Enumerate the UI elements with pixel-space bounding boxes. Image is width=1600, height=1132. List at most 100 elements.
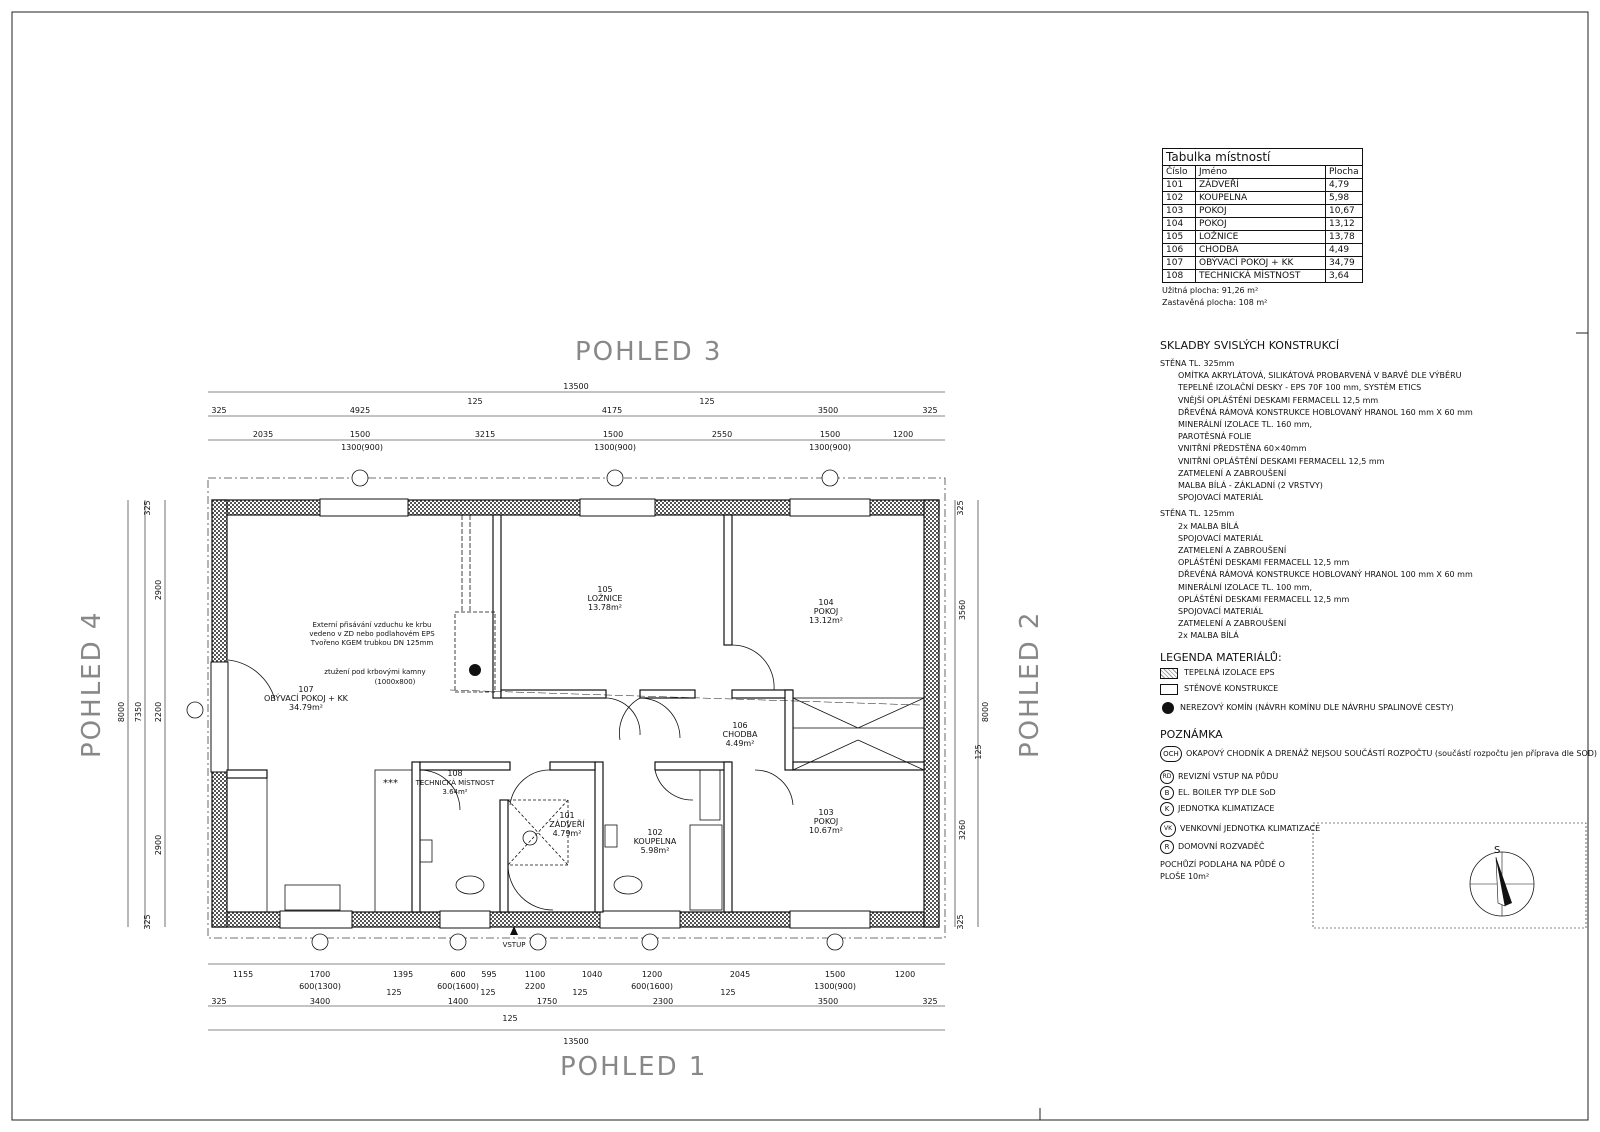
list-item: SPOJOVACÍ MATERIÁL [1178,493,1264,503]
svg-text:325: 325 [956,500,965,515]
svg-text:1300(900): 1300(900) [809,443,851,452]
built-area: Zastavěná plocha: 108 m² [1162,298,1268,308]
list-item: OMÍTKA AKRYLÁTOVÁ, SILIKÁTOVÁ PROBARVENÁ… [1178,371,1462,381]
legend-title: LEGENDA MATERIÁLŮ: [1160,651,1282,664]
col-name: Jméno [1195,165,1326,179]
svg-text:CHODBA: CHODBA [722,730,758,739]
svg-text:125: 125 [699,397,714,406]
legend-insulation: TEPELNÁ IZOLACE EPS [1184,667,1275,677]
svg-text:1750: 1750 [537,997,557,1006]
view-top: POHLED 3 [575,337,722,367]
svg-text:13.78m²: 13.78m² [588,603,622,612]
svg-text:1400: 1400 [448,997,468,1006]
svg-text:105: 105 [597,585,612,594]
legend-chimney: NEREZOVÝ KOMÍN (NÁVRH KOMÍNU DLE NÁVRHU … [1180,702,1454,712]
list-item: MALBA BÍLÁ - ZÁKLADNÍ (2 VRSTVY) [1178,481,1323,491]
note-k: JEDNOTKA KLIMATIZACE [1178,803,1275,813]
svg-text:Tvořeno KGEM trubkou DN 125mm: Tvořeno KGEM trubkou DN 125mm [310,639,434,647]
svg-text:1100: 1100 [525,970,545,979]
svg-text:10.67m²: 10.67m² [809,826,843,835]
svg-text:POKOJ: POKOJ [814,817,839,826]
svg-text:2550: 2550 [712,430,732,439]
svg-text:13500: 13500 [563,1037,588,1046]
vk-code-icon: VK [1160,821,1176,837]
svg-text:3500: 3500 [818,406,838,415]
svg-text:4175: 4175 [602,406,622,415]
r-code-icon: R [1160,840,1174,854]
svg-text:1155: 1155 [233,970,253,979]
compositions-title: SKLADBY SVISLÝCH KONSTRUKCÍ [1160,339,1340,352]
kitchen-stars: *** [383,778,398,789]
svg-text:104: 104 [818,598,833,607]
dimension-values: 13500 325 4925 125 4175 125 3500 325 203… [117,382,990,1046]
note-r: DOMOVNÍ ROZVADĚČ [1178,841,1265,851]
note-och: OKAPOVÝ CHODNÍK A DRENÁŽ NEJSOU SOUČÁSTÍ… [1186,748,1598,758]
chimney-legend-icon [1162,702,1174,714]
och-code-icon: OCH [1160,746,1182,762]
svg-text:3500: 3500 [818,997,838,1006]
svg-text:3215: 3215 [475,430,495,439]
list-item: DŘEVĚNÁ RÁMOVÁ KONSTRUKCE HOBLOVANÝ HRAN… [1178,407,1473,417]
svg-text:4.49m²: 4.49m² [726,739,755,748]
svg-text:125: 125 [480,988,495,997]
compositions-panel: SKLADBY SVISLÝCH KONSTRUKCÍ STĚNA TL. 32… [1160,338,1473,643]
sheet-border [11,11,1589,1121]
svg-text:3400: 3400 [310,997,330,1006]
svg-text:2900: 2900 [154,835,163,855]
plot-outline [207,477,946,939]
chimney-icon [469,664,481,676]
svg-text:ztužení pod krbovými kamny: ztužení pod krbovými kamny [324,668,425,676]
north-label: S [1494,845,1500,856]
list-item: MINERÁLNÍ IZOLACE TL. 160 mm, [1178,420,1313,430]
list-item: MINERÁLNÍ IZOLACE TL. 100 mm, [1178,582,1313,592]
wall1-title: STĚNA TL. 325mm [1160,359,1235,368]
svg-text:TECHNICKÁ MÍSTNOST: TECHNICKÁ MÍSTNOST [415,778,496,787]
list-item: ZATMELENÍ A ZABROUŠENÍ [1178,468,1287,478]
svg-text:1500: 1500 [603,430,623,439]
svg-text:1700: 1700 [310,970,330,979]
list-item: ZATMELENÍ A ZABROUŠENÍ [1178,546,1287,556]
rd-code-icon: RD [1160,770,1174,784]
svg-text:325: 325 [211,406,226,415]
svg-text:2045: 2045 [730,970,750,979]
svg-text:125: 125 [386,988,401,997]
svg-text:1200: 1200 [893,430,913,439]
rooms-table-panel: Tabulka místností Číslo Jméno Plocha 101… [1162,148,1363,309]
svg-text:325: 325 [922,997,937,1006]
svg-text:125: 125 [572,988,587,997]
view-left: POHLED 4 [77,611,107,758]
svg-text:1200: 1200 [895,970,915,979]
svg-text:POKOJ: POKOJ [814,607,839,616]
interior-walls [226,514,925,913]
rooms-table: Tabulka místností Číslo Jméno Plocha 101… [1162,148,1363,283]
svg-text:8000: 8000 [117,702,126,722]
svg-text:4.79m²: 4.79m² [553,829,582,838]
svg-text:2300: 2300 [653,997,673,1006]
attic-note-1: POCHŮZÍ PODLAHA NA PŮDĚ O [1160,860,1285,869]
list-item: PAROTĚSNÁ FOLIE [1178,432,1252,442]
svg-text:2900: 2900 [154,580,163,600]
svg-text:125: 125 [502,1014,517,1023]
notes-title: POZNÁMKA [1160,728,1223,741]
svg-text:1300(900): 1300(900) [341,443,383,452]
notes-panel: POZNÁMKA OCH OKAPOVÝ CHODNÍK A DRENÁŽ NE… [1160,727,1597,883]
svg-text:107: 107 [298,685,313,694]
list-item: SPOJOVACÍ MATERIÁL [1178,607,1264,617]
svg-text:101: 101 [559,811,574,820]
svg-text:2035: 2035 [253,430,273,439]
exterior-walls [211,499,940,928]
svg-text:600(1300): 600(1300) [299,982,341,991]
note-b: EL. BOILER TYP DLE SoD [1178,787,1276,797]
list-item: VNITŘNÍ PŘEDSTĚNA 60×40mm [1178,444,1307,454]
svg-text:1300(900): 1300(900) [814,982,856,991]
svg-text:595: 595 [481,970,496,979]
svg-text:600: 600 [450,970,465,979]
svg-text:600(1600): 600(1600) [631,982,673,991]
